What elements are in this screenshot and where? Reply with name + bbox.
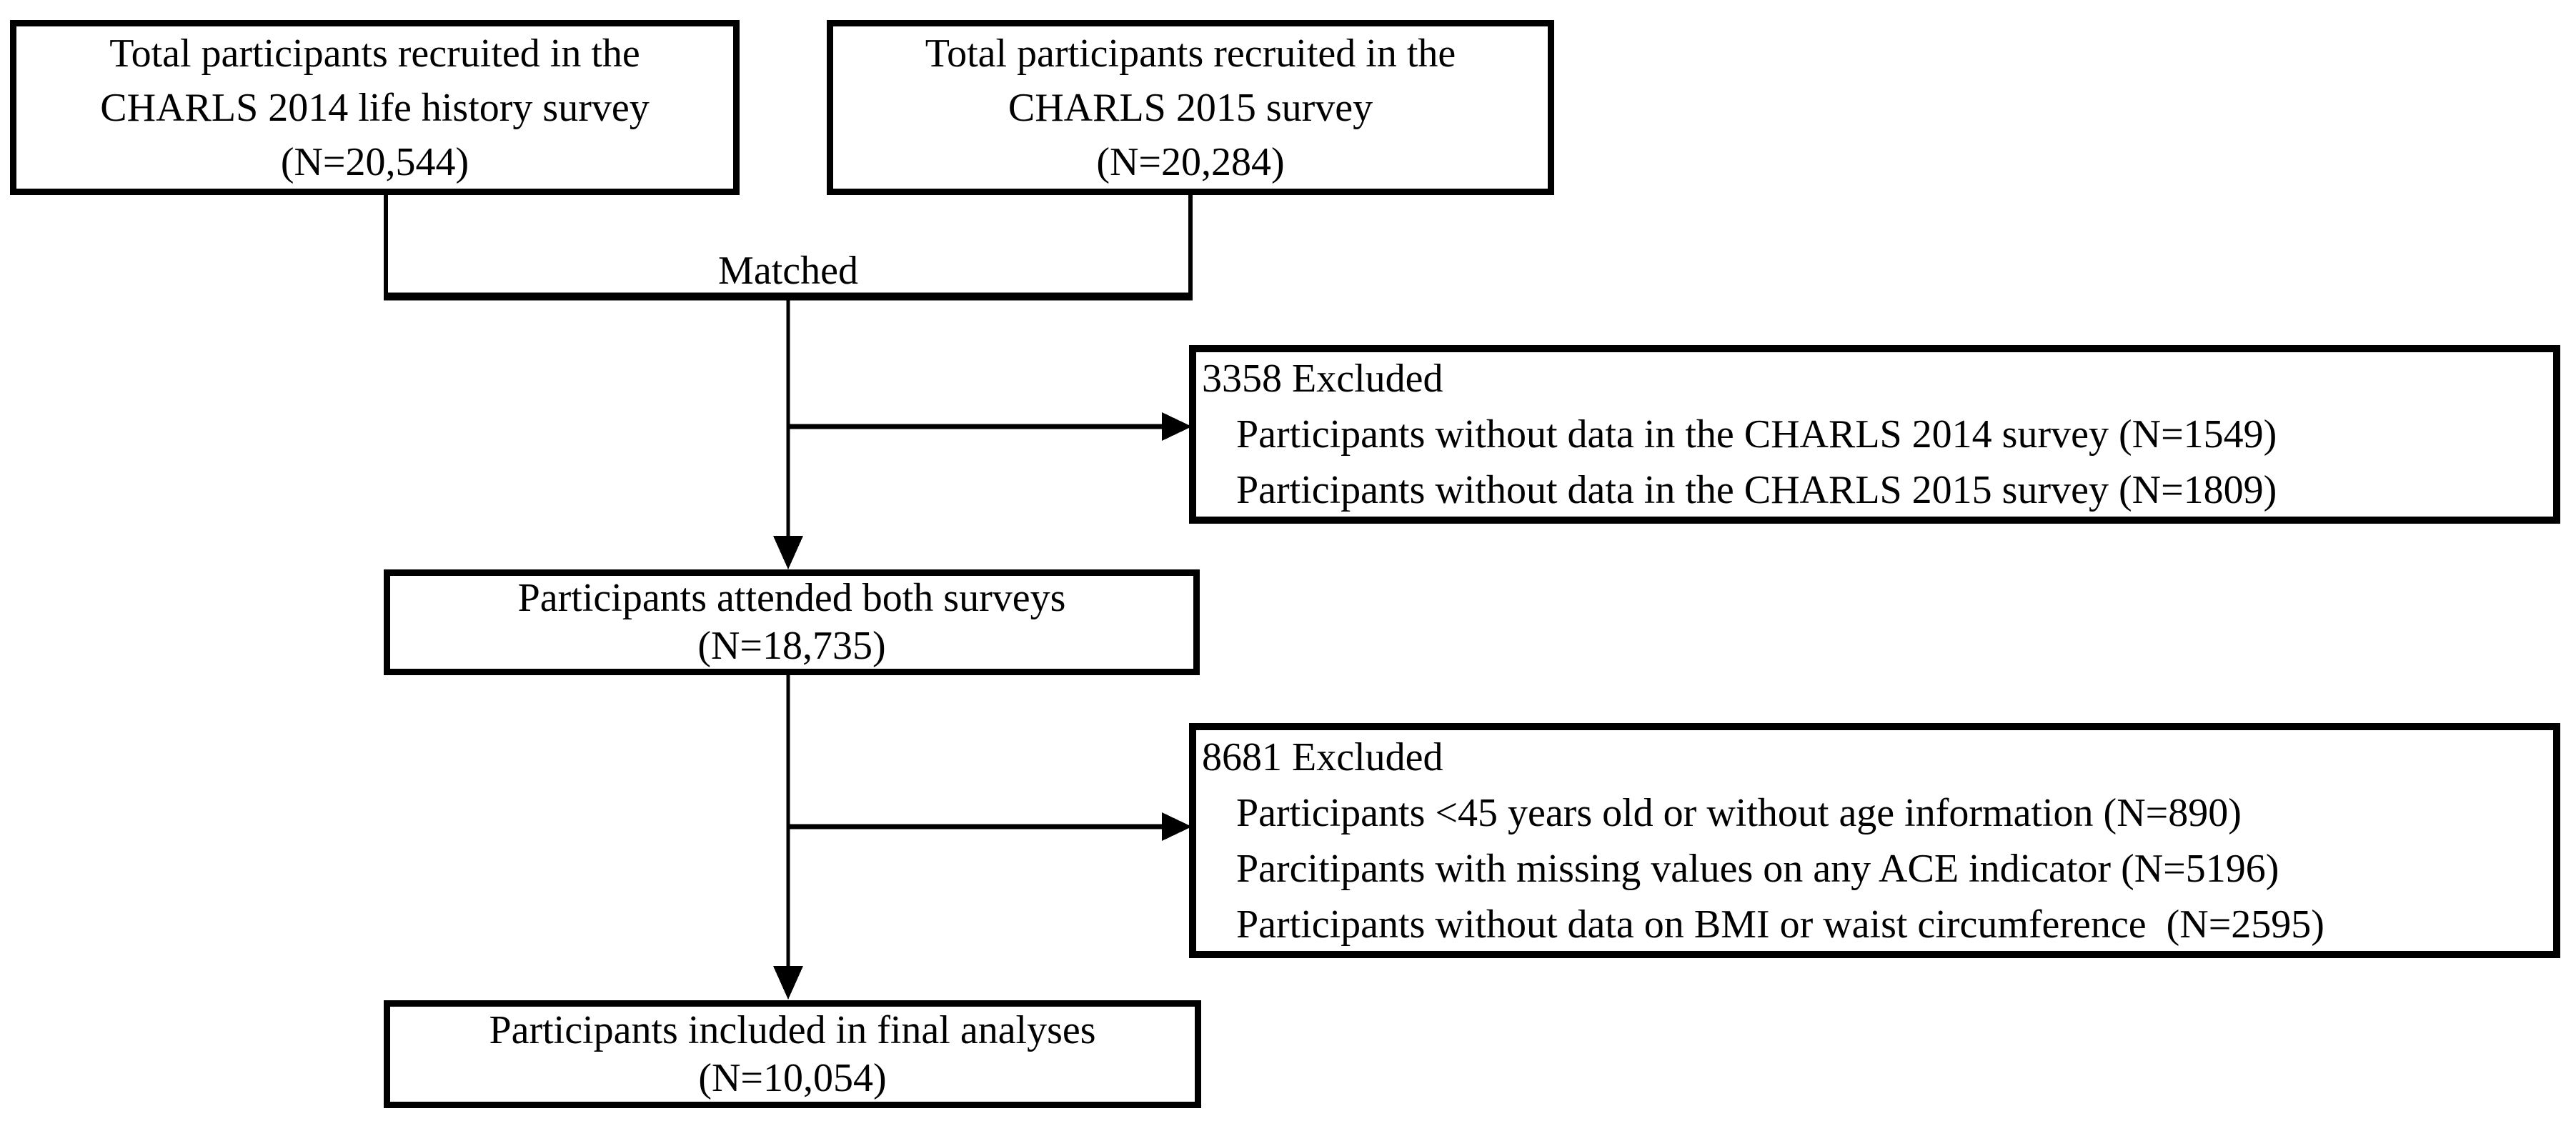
box-charls-2015-line2: CHARLS 2015 survey	[1008, 85, 1373, 130]
arrowhead-into-final	[773, 966, 803, 1000]
box-both-surveys-count: (N=18,735)	[697, 624, 886, 668]
arrowhead-into-excluded-1	[1162, 412, 1192, 441]
box-both-surveys-line1: Participants attended both surveys	[517, 576, 1066, 620]
excluded-1-title: 3358 Excluded	[1202, 357, 1443, 401]
box-charls-2015-survey: Total participants recruited in the CHAR…	[827, 20, 1554, 195]
box-charls-2015-line1: Total participants recruited in the	[925, 31, 1456, 76]
box-final-line1: Participants included in final analyses	[489, 1007, 1096, 1052]
box-attended-both-surveys: Participants attended both surveys (N=18…	[384, 569, 1200, 675]
excluded-2-item1: Participants <45 years old or without ag…	[1236, 790, 2242, 835]
excluded-2-item2: Parcitipants with missing values on any …	[1236, 846, 2279, 891]
box-charls-2014-line2: CHARLS 2014 life history survey	[100, 85, 650, 130]
box-charls-2014-line1: Total participants recruited in the	[109, 31, 640, 76]
box-charls-2014-survey: Total participants recruited in the CHAR…	[10, 20, 740, 195]
arrowhead-into-both-surveys	[773, 536, 803, 569]
box-final-count: (N=10,054)	[698, 1055, 887, 1100]
box-excluded-3358: 3358 Excluded Participants without data …	[1189, 345, 2560, 524]
box-excluded-8681: 8681 Excluded Participants <45 years old…	[1189, 723, 2560, 958]
excluded-2-title: 8681 Excluded	[1202, 734, 1443, 779]
matched-label: Matched	[718, 249, 858, 293]
excluded-2-item3: Participants without data on BMI or wais…	[1236, 902, 2324, 947]
arrowhead-into-excluded-2	[1162, 812, 1192, 841]
excluded-1-item1: Participants without data in the CHARLS …	[1236, 412, 2277, 457]
box-charls-2014-count: (N=20,544)	[280, 139, 469, 184]
box-final-analyses: Participants included in final analyses …	[384, 1000, 1201, 1108]
box-charls-2015-count: (N=20,284)	[1096, 139, 1285, 184]
excluded-1-item2: Participants without data in the CHARLS …	[1236, 468, 2277, 512]
